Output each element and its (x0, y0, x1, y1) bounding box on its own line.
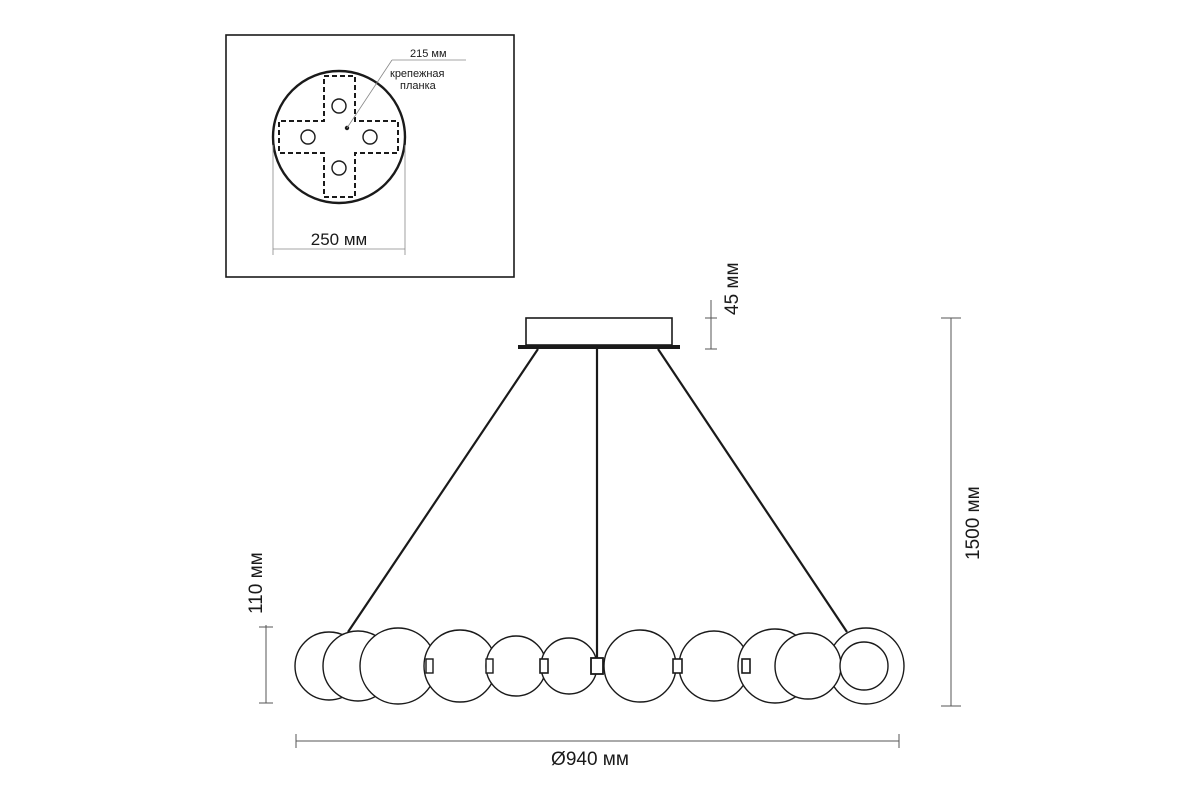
suspension-cable-left (347, 348, 539, 633)
ring-height-label: 110 мм (246, 552, 267, 614)
ball-connector (741, 658, 751, 674)
total-height-label: 1500 мм (963, 486, 984, 560)
screw-hole-right (362, 129, 378, 145)
suspension-cable-right (657, 348, 848, 633)
ball-connector (485, 658, 494, 674)
ball-connector (539, 658, 549, 674)
plate-size-label: 215 мм (410, 48, 447, 60)
canopy-width-label: 250 мм (311, 230, 367, 249)
ball-connector (590, 657, 604, 675)
ball-connector (672, 658, 683, 674)
glass-ball (423, 629, 497, 703)
screw-hole-top (331, 98, 347, 114)
glass-ball (485, 635, 547, 697)
ball-connector (425, 658, 434, 674)
screw-hole-bottom (331, 160, 347, 176)
canopy-base-plate (518, 345, 680, 349)
canopy-height-label: 45 мм (722, 262, 743, 315)
ceiling-canopy (525, 317, 673, 346)
bracket-leader-line (346, 59, 393, 129)
glass-ball (540, 637, 598, 695)
chandelier-side-view (294, 317, 905, 705)
bracket-label-line2: планка (400, 80, 437, 92)
glass-ball (603, 629, 677, 703)
glass-ball (774, 632, 842, 700)
diameter-label: Ø940 мм (551, 749, 629, 770)
glass-ball (839, 641, 889, 691)
canopy-top-view (271, 69, 407, 205)
mounting-bracket-dashed (278, 75, 399, 198)
dimension-lines: 45 мм 1500 мм 110 мм Ø940 мм (246, 262, 984, 770)
bracket-label-line1: крепежная (390, 68, 445, 80)
mounting-plate-inset: 215 мм крепежная планка 250 мм (225, 34, 515, 278)
screw-hole-left (300, 129, 316, 145)
